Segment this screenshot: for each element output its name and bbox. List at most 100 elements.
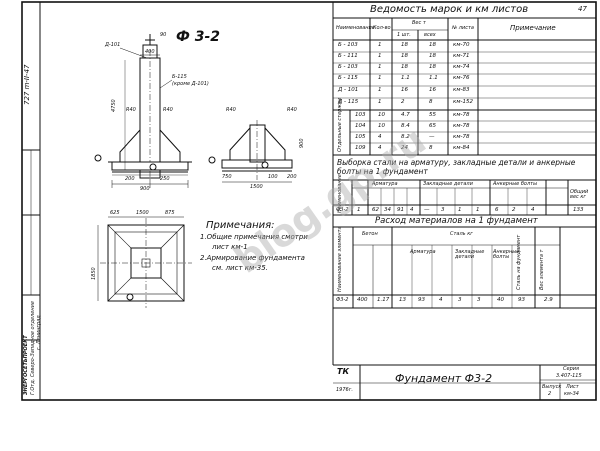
note-1: 1.Общие примечания смотри — [200, 233, 308, 241]
dim-1500-t: 1500 — [136, 210, 149, 216]
label-b115: Б-115 — [172, 74, 187, 80]
vedomost-cell-name: Б - 111 — [338, 53, 358, 59]
vyborka-cell: 1 — [476, 207, 480, 213]
vyborka-cell: 1 — [357, 207, 361, 213]
stamp-org: ЭНЕРГОСЕТЬПРОЕКТ — [23, 335, 29, 395]
dim-1500: 1500 — [250, 184, 263, 190]
vedomost-cell-count: 1 — [378, 42, 382, 48]
rashod-cell: 3 — [477, 297, 481, 303]
vedomost-cell-sheet: км-71 — [453, 53, 470, 59]
vyborka-title: Выборка стали на арматуру, закладные дет… — [337, 158, 576, 176]
rashod-cell: 13 — [399, 297, 406, 303]
vyborka-cell: 62 — [372, 207, 379, 213]
vedomost-cell-name: 105 — [355, 134, 366, 140]
rashod-cell: 1.17 — [377, 297, 390, 303]
vedomost-cell-weight-all: 18 — [429, 53, 436, 59]
vedomost-h-note: Примечание — [510, 24, 556, 32]
vedomost-cell-name: Б - 115 — [338, 75, 358, 81]
stamp-city: г. Ленинград — [36, 315, 42, 350]
vyborka-cell: 3 — [441, 207, 445, 213]
note-2b: см. лист км-35. — [212, 264, 268, 272]
vedomost-cell-sheet: км-84 — [453, 145, 470, 151]
vedomost-cell-name: Б - 103 — [338, 42, 358, 48]
stamp-issue-label: Выпуск — [542, 384, 562, 390]
foundation-mark: Ф 3-2 — [176, 29, 221, 45]
rashod-cell: 93 — [418, 297, 425, 303]
vedomost-cell-name: Д - 101 — [338, 87, 359, 93]
rashod-h-ves: Вес элемента т — [539, 249, 545, 290]
rashod-h-sum: Сталь на фундамент — [516, 234, 522, 290]
vedomost-h-weight: Вес т — [412, 20, 426, 26]
vedomost-cell-count: 1 — [378, 53, 382, 59]
vedomost-cell-sheet: км-74 — [453, 64, 470, 70]
vedomost-cell-count: 1 — [378, 87, 382, 93]
vyborka-cell: 4 — [410, 207, 414, 213]
vedomost-h-sheet: № листа — [452, 25, 474, 31]
vedomost-cell-weight-all: 16 — [429, 87, 436, 93]
stamp-title: Фундамент Ф3-2 — [395, 372, 493, 385]
stamp-series: 3.407-115 — [556, 373, 582, 379]
vyborka-cell: — — [424, 207, 430, 213]
vyborka-cell: 1 — [458, 207, 462, 213]
vyborka-h-arm: Арматура — [372, 181, 398, 187]
vedomost-cell-weight-all: 1.1 — [429, 75, 438, 81]
left-code: 727 m-II-47 — [23, 64, 31, 106]
vedomost-cell-sheet: км-83 — [453, 87, 470, 93]
vedomost-h-all: всех — [424, 32, 436, 38]
rashod-cell: 400 — [357, 297, 368, 303]
dim-750: 750 — [222, 174, 232, 180]
rashod-cell: 40 — [497, 297, 504, 303]
rashod-h-ank: Анкерные болты — [493, 249, 520, 260]
rashod-cell: 4 — [439, 297, 443, 303]
drawing-sheet: 727 m-II-47 ЭНЕРГОСЕТЬПРОЕКТ Г.Отд. Севе… — [21, 1, 597, 401]
stamp-mark: ТК — [337, 367, 349, 376]
vedomost-cell-weight-all: — — [429, 134, 435, 140]
vedomost-cell-weight-one: 4.7 — [401, 112, 410, 118]
stamp-sheet-label: Лист — [566, 384, 579, 390]
rashod-cell: 2.9 — [544, 297, 553, 303]
dim-1850: 1850 — [91, 267, 97, 280]
vedomost-cell-sheet: км-152 — [453, 99, 473, 105]
vyborka-cell: 2 — [512, 207, 516, 213]
vedomost-cell-weight-one: 8.4 — [401, 123, 410, 129]
stamp-series-label: Серия — [563, 366, 579, 372]
vedomost-cell-name: Б - 103 — [338, 64, 358, 70]
dim-200-a: 200 — [125, 176, 135, 182]
vedomost-cell-weight-all: 8 — [429, 145, 433, 151]
dim-90: 90 — [160, 32, 167, 38]
rashod-cell: 3 — [458, 297, 462, 303]
vedomost-cell-weight-all: 18 — [429, 42, 436, 48]
vedomost-title: Ведомость марок и км листов — [370, 4, 529, 15]
dim-875: 875 — [165, 210, 175, 216]
vedomost-cell-count: 4 — [378, 134, 382, 140]
dim-200-b: 200 — [287, 174, 297, 180]
rashod-title: Расход материалов на 1 фундамент — [375, 216, 538, 226]
vedomost-cell-weight-one: 8.2 — [401, 134, 410, 140]
vyborka-cell: 4 — [531, 207, 535, 213]
vedomost-cell-weight-one: 18 — [401, 64, 408, 70]
vedomost-cell-count: 1 — [378, 64, 382, 70]
vyborka-row-name: Ф3-2 — [336, 207, 349, 213]
drawing-lines — [21, 1, 597, 401]
dim-4750: 4750 — [111, 99, 117, 112]
vyborka-h-total: Общий вес кг — [570, 189, 589, 200]
vedomost-cell-weight-all: 55 — [429, 112, 436, 118]
rashod-h-beton: Бетон — [362, 231, 378, 237]
label-r40-1: R40 — [126, 107, 136, 113]
vedomost-cell-sheet: км-70 — [453, 42, 470, 48]
vedomost-h-name: Наименование — [336, 25, 375, 31]
vedomost-cell-weight-all: 8 — [429, 99, 433, 105]
dim-625: 625 — [110, 210, 120, 216]
vedomost-cell-weight-one: 18 — [401, 53, 408, 59]
vedomost-h-one: 1 шт. — [397, 32, 411, 38]
rashod-cell: 93 — [518, 297, 525, 303]
vedomost-cell-count: 10 — [378, 123, 385, 129]
vedomost-cell-weight-one: 1.1 — [401, 75, 410, 81]
vyborka-h-zakl: Закладные детали — [423, 181, 473, 187]
vyborka-cell: 133 — [573, 207, 584, 213]
vedomost-cell-name: 104 — [355, 123, 366, 129]
rashod-h-name: Наименование элемента — [337, 226, 343, 292]
dim-100: 100 — [268, 174, 278, 180]
vedomost-cell-weight-one: 24 — [401, 145, 408, 151]
vyborka-cell: 6 — [495, 207, 499, 213]
